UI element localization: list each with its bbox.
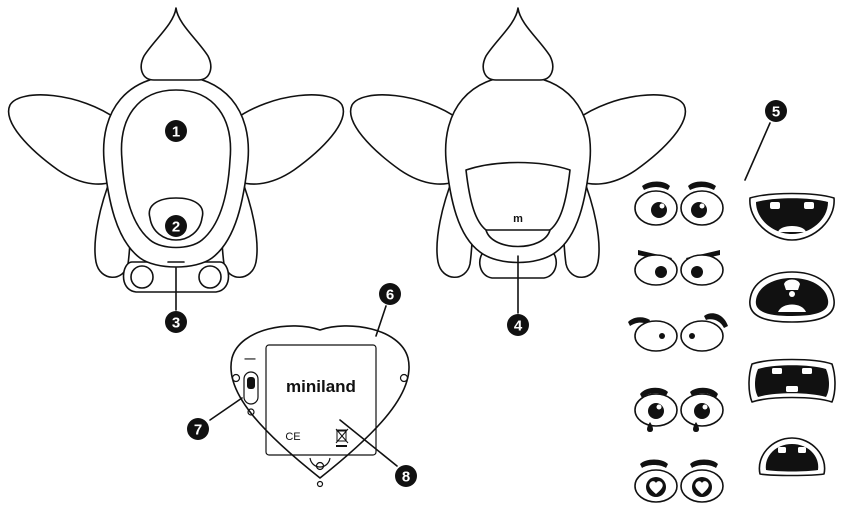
callout-5-number: 5: [772, 104, 780, 121]
callout-3: 3: [165, 311, 187, 333]
toy-back-view: m: [351, 8, 686, 278]
callout-1: 1: [165, 120, 187, 142]
callout-2-number: 2: [172, 219, 180, 236]
toy-front-left-foot: [131, 266, 153, 288]
toy-front-view: [9, 8, 344, 292]
leader-line-7: [210, 398, 242, 420]
eye-piece-sad: [635, 388, 723, 432]
callout-4: 4: [507, 314, 529, 336]
callout-8-number: 8: [402, 469, 410, 486]
switch-mark: —: [245, 353, 256, 365]
mouth-pieces: [749, 194, 835, 476]
brand-logo: miniland: [286, 377, 356, 396]
callout-6: 6: [379, 283, 401, 305]
ce-mark: CE: [285, 431, 300, 443]
eye-piece-happy: [635, 182, 723, 226]
eye-piece-angry: [635, 250, 723, 285]
eye-piece-love: [635, 460, 723, 503]
heart-back-panel: miniland CE —: [231, 326, 409, 487]
mouth-piece-sad: [759, 438, 824, 476]
callout-6-number: 6: [386, 287, 394, 304]
callout-4-number: 4: [514, 318, 523, 335]
callout-7: 7: [187, 418, 209, 440]
eye-pieces: [628, 182, 728, 503]
mouth-piece-smile: [750, 194, 834, 241]
callout-2: 2: [165, 215, 187, 237]
callout-1-number: 1: [172, 124, 180, 141]
callout-8: 8: [395, 465, 417, 487]
heart-panel-hole: [318, 482, 323, 487]
callout-7-number: 7: [194, 422, 202, 439]
callout-3-number: 3: [172, 315, 180, 332]
mouth-piece-scared: [750, 272, 834, 322]
toy-back-logo-mark: m: [513, 213, 523, 225]
callout-5: 5: [765, 100, 787, 122]
toy-back-tuft: [483, 8, 553, 80]
toy-front-tuft: [141, 8, 211, 80]
mouth-piece-grimace: [749, 360, 835, 403]
toy-front-right-foot: [199, 266, 221, 288]
leader-line-5: [745, 123, 770, 180]
eye-piece-confused: [628, 313, 728, 351]
